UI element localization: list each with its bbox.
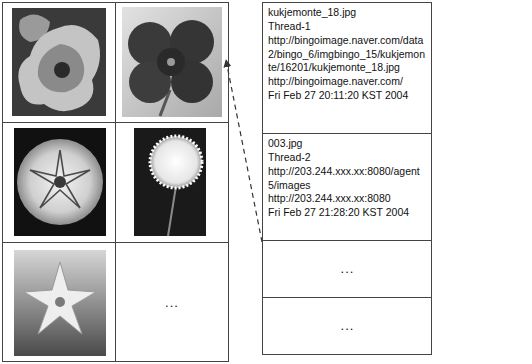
flower-photo (14, 128, 106, 236)
record-box: 003.jpgThread-2http://203.244.xxx.xx:808… (262, 133, 432, 241)
star-pattern (30, 150, 90, 208)
stem (168, 186, 176, 236)
ellipsis: ... (165, 294, 179, 311)
dandelion-photo (134, 128, 206, 236)
image-grid (3, 3, 229, 362)
record-field: http://bingoimage.naver.com/data2/bingo_… (268, 34, 427, 76)
record-field: Fri Feb 27 21:28:20 KST 2004 (268, 206, 427, 220)
record-field: http://bingoimage.naver.com/ (268, 75, 427, 89)
grid-line (3, 122, 229, 123)
flower-photo (122, 7, 222, 117)
flower-disc (17, 139, 103, 225)
petal (18, 25, 100, 111)
petal (157, 48, 185, 76)
record-box: ... (262, 297, 432, 355)
grid-cell: ... (116, 243, 228, 362)
ellipsis: ... (341, 260, 355, 277)
record-field: http://203.244.xxx.xx:8080 (268, 192, 427, 206)
record-box: kukjemonte_18.jpgThread-1http://bingoima… (262, 2, 432, 134)
record-box: ... (262, 240, 432, 298)
flower-photo (14, 250, 106, 356)
record-field: 003.jpg (268, 137, 427, 151)
dashed-pointer (226, 60, 262, 242)
flower-center (54, 62, 70, 78)
flower-photo (12, 8, 106, 116)
photo-ground (134, 128, 206, 236)
record-field: Fri Feb 27 20:11:20 KST 2004 (268, 89, 427, 103)
flower-center (167, 58, 175, 66)
photo-ground (14, 128, 106, 236)
record-field: Thread-2 (268, 151, 427, 165)
flower-center (54, 176, 66, 188)
photo-ground (12, 8, 106, 116)
record-field: http://203.244.xxx.xx:8080/agent5/images (268, 165, 427, 193)
grid-line (115, 3, 116, 362)
photo-ground (14, 250, 106, 356)
seed-fluff (150, 136, 202, 188)
petal-shade (38, 44, 84, 92)
star-flower (24, 262, 96, 334)
grid-line (3, 242, 229, 243)
record-field: kukjemonte_18.jpg (268, 6, 427, 20)
record-field: Thread-1 (268, 20, 427, 34)
photo-ground (122, 7, 222, 117)
flower-center (55, 297, 65, 307)
seed-head (150, 136, 202, 188)
ellipsis: ... (341, 317, 355, 334)
